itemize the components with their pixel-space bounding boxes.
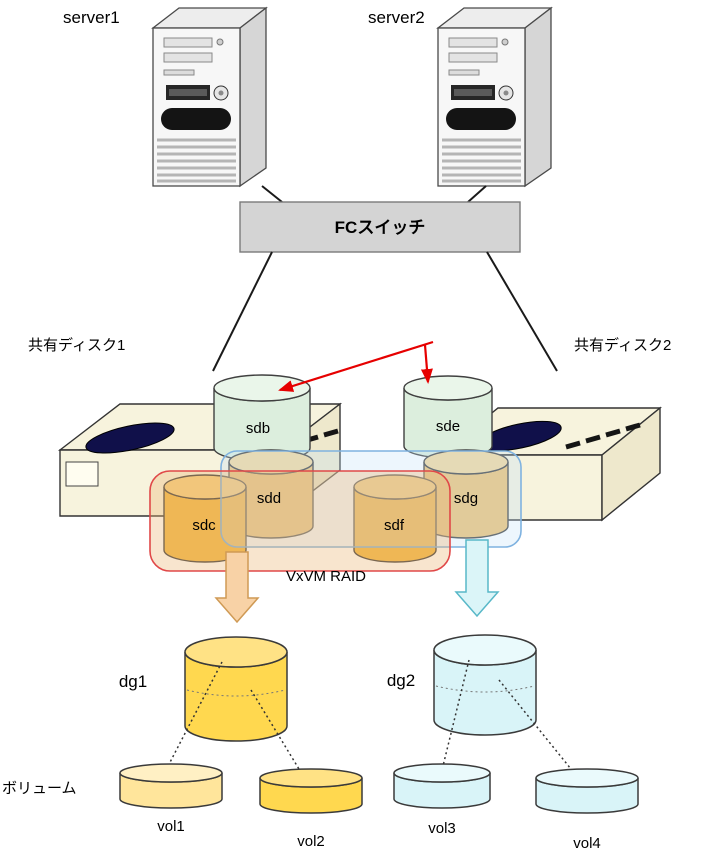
dotted-link-dg1-vol1 bbox=[165, 661, 223, 771]
sdd-label: sdd bbox=[257, 490, 281, 507]
sdc-top bbox=[163, 474, 247, 500]
enclosure2-dash-marks bbox=[565, 422, 641, 450]
vxvm-raid-label: VxVM RAID bbox=[286, 568, 366, 585]
dotted-link-dg1-vol2 bbox=[250, 689, 303, 775]
link-switch-disk1 bbox=[212, 251, 273, 372]
vol4-top bbox=[535, 768, 639, 788]
dg1-top bbox=[184, 636, 288, 668]
enclosure1-dark-oval bbox=[85, 422, 175, 454]
volume-caption: ボリューム bbox=[2, 780, 77, 797]
sdg-label: sdg bbox=[454, 490, 478, 507]
sdg-top bbox=[423, 449, 509, 475]
enclosure1-panel bbox=[65, 461, 99, 487]
disk-cylinder-sdd bbox=[228, 449, 314, 539]
server2-tower bbox=[436, 6, 553, 188]
disk-group-dg1 bbox=[184, 636, 288, 742]
link-switch-disk2 bbox=[486, 251, 558, 372]
disk-group-dg2 bbox=[433, 634, 537, 736]
fc-switch-box bbox=[239, 201, 521, 253]
shared-disk2-label: 共有ディスク2 bbox=[574, 336, 671, 354]
block-arrow-to-dg2 bbox=[454, 539, 500, 618]
dg2-label: dg2 bbox=[387, 671, 415, 690]
dg2-top bbox=[433, 634, 537, 666]
vol1-top bbox=[119, 763, 223, 783]
vol3-top bbox=[393, 763, 491, 783]
sdf-label: sdf bbox=[384, 517, 405, 534]
server2-label: server2 bbox=[368, 8, 425, 27]
dg1-label: dg1 bbox=[119, 672, 147, 691]
vol1-label: vol1 bbox=[157, 818, 185, 835]
volume-vol3 bbox=[393, 763, 491, 809]
server1-label: server1 bbox=[63, 8, 120, 27]
vol4-label: vol4 bbox=[573, 835, 601, 852]
raid-group-box bbox=[149, 470, 451, 572]
fc-switch-label: FCスイッチ bbox=[335, 218, 426, 237]
vol2-label: vol2 bbox=[297, 833, 325, 850]
link-server1-switch bbox=[261, 185, 283, 203]
mirror-group-box bbox=[220, 450, 522, 548]
block-arrow-to-dg1 bbox=[214, 551, 260, 624]
enclosure2-side bbox=[601, 406, 661, 522]
link-server2-switch bbox=[467, 185, 487, 203]
sde-top bbox=[403, 375, 493, 401]
vol2-top bbox=[259, 768, 363, 788]
sde-label: sde bbox=[436, 418, 460, 435]
disk-cylinder-sde bbox=[403, 375, 493, 459]
shared-disk1-label: 共有ディスク1 bbox=[28, 336, 125, 354]
sdf-top bbox=[353, 474, 437, 500]
vol3-label: vol3 bbox=[428, 820, 456, 837]
red-annotation-arrows bbox=[278, 340, 434, 392]
sdc-label: sdc bbox=[192, 517, 216, 534]
volume-vol4 bbox=[535, 768, 639, 814]
disk-cylinder-sdb bbox=[213, 374, 311, 462]
disk-cylinder-sdf bbox=[353, 474, 437, 563]
volume-vol2 bbox=[259, 768, 363, 814]
volume-vol1 bbox=[119, 763, 223, 809]
server1-tower bbox=[151, 6, 268, 188]
red-arrow-to-sde bbox=[420, 344, 433, 384]
dotted-link-dg2-vol4 bbox=[498, 679, 576, 775]
sdb-label: sdb bbox=[246, 420, 270, 437]
dotted-link-dg2-vol3 bbox=[441, 659, 470, 771]
sdd-top bbox=[228, 449, 314, 475]
sdb-top bbox=[213, 374, 311, 402]
red-arrow-to-sdb bbox=[278, 340, 434, 392]
disk-cylinder-sdg bbox=[423, 449, 509, 539]
